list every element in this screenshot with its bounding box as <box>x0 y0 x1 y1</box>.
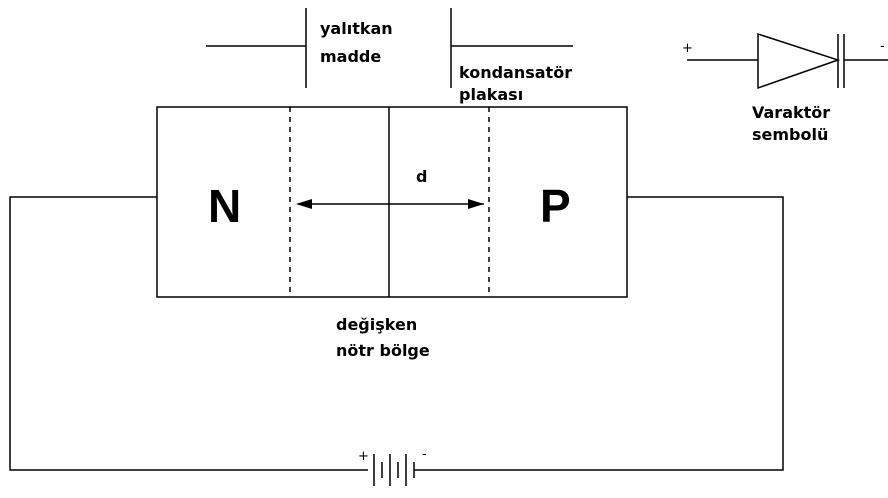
varactor-minus-sign: - <box>880 39 885 54</box>
varactor-triangle <box>757 32 841 90</box>
distance-label: d <box>416 167 427 186</box>
n-region-label: N <box>208 180 241 232</box>
plate-label-line1: kondansatör <box>459 63 572 82</box>
distance-arrow-right-head <box>468 199 484 209</box>
battery-plus-sign: + <box>358 449 369 464</box>
circuit-wire-left <box>9 196 368 471</box>
plate-label-line2: plakası <box>459 85 523 104</box>
circuit-wire <box>9 196 784 471</box>
insulator-label-line1: yalıtkan <box>320 19 393 38</box>
insulator-label-line2: madde <box>320 47 381 66</box>
varactor-label-line1: Varaktör <box>752 103 830 122</box>
circuit-wire-right <box>414 196 784 471</box>
junction-block <box>156 106 628 298</box>
neutral-zone-label-line1: değişken <box>336 315 417 334</box>
battery-symbol <box>373 454 415 486</box>
p-region-label: P <box>540 180 571 232</box>
distance-arrow <box>296 199 484 209</box>
varactor-symbol <box>687 32 888 90</box>
distance-arrow-left-head <box>296 199 312 209</box>
varactor-plus-sign: + <box>682 41 693 56</box>
battery-minus-sign: - <box>422 447 427 462</box>
capacitor-symbol <box>206 8 573 88</box>
varactor-label-line2: sembolü <box>752 125 828 144</box>
neutral-zone-label-line2: nötr bölge <box>336 341 430 360</box>
